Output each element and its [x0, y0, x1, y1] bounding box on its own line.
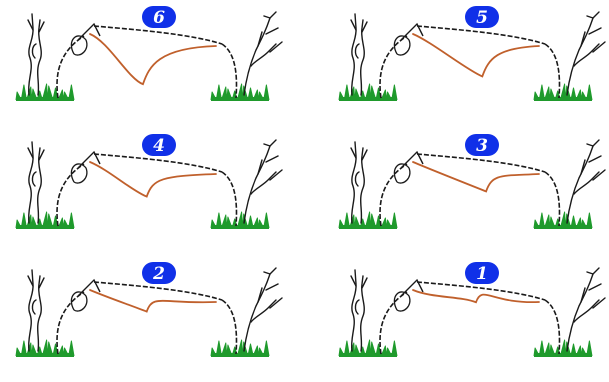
- number-badge: 1: [465, 262, 499, 284]
- badge-number: 3: [476, 136, 488, 156]
- badge-number: 1: [476, 264, 488, 284]
- number-badge: 3: [465, 134, 499, 156]
- badge-number: 2: [152, 264, 165, 284]
- number-badge: 4: [142, 134, 176, 156]
- badge-number: 5: [476, 8, 488, 28]
- badge-number: 6: [153, 8, 165, 28]
- number-badge: 6: [142, 6, 176, 28]
- number-badge: 5: [465, 6, 499, 28]
- number-badge: 2: [142, 262, 176, 284]
- badge-number: 4: [153, 136, 165, 156]
